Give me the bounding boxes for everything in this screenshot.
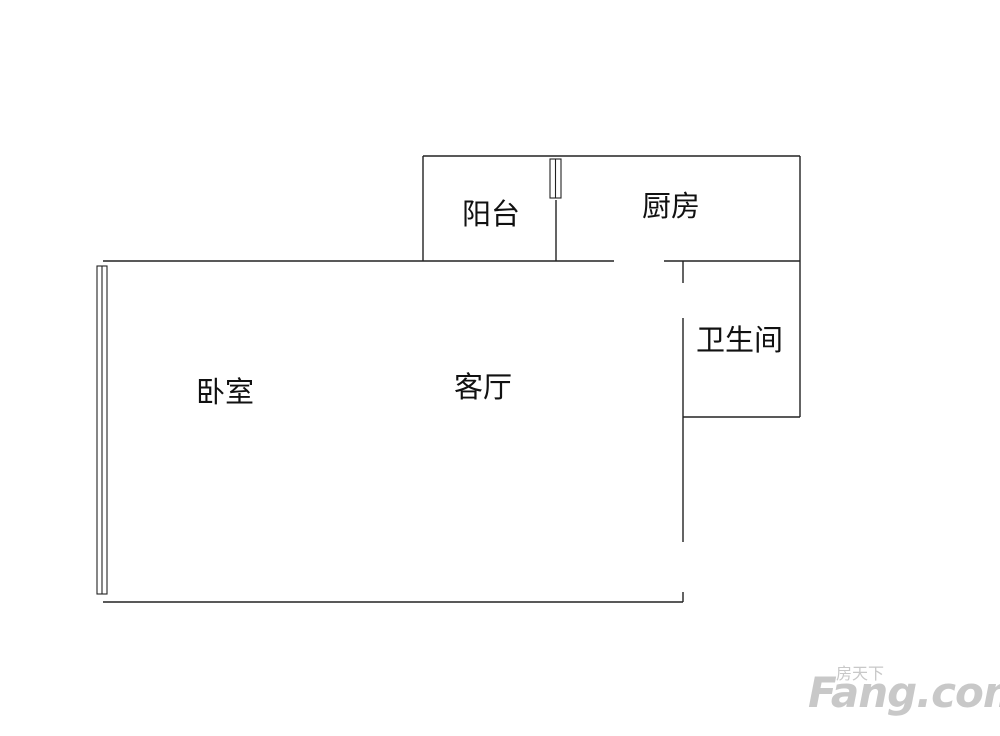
main-block-walls bbox=[103, 260, 800, 603]
room-label-bathroom: 卫生间 bbox=[696, 323, 784, 357]
watermark-en: Fang.com bbox=[808, 668, 1000, 717]
watermark-logo: Fang.com 房天下 bbox=[808, 660, 1000, 726]
room-label-kitchen: 厨房 bbox=[642, 189, 701, 223]
watermark-cn: 房天下 bbox=[836, 664, 885, 683]
balcony-window bbox=[549, 158, 562, 199]
room-label-bedroom: 卧室 bbox=[196, 375, 255, 409]
room-label-living-room: 客厅 bbox=[454, 370, 513, 404]
room-label-balcony: 阳台 bbox=[462, 197, 521, 231]
bedroom-window bbox=[96, 265, 108, 595]
upper-block-walls bbox=[422, 155, 801, 417]
